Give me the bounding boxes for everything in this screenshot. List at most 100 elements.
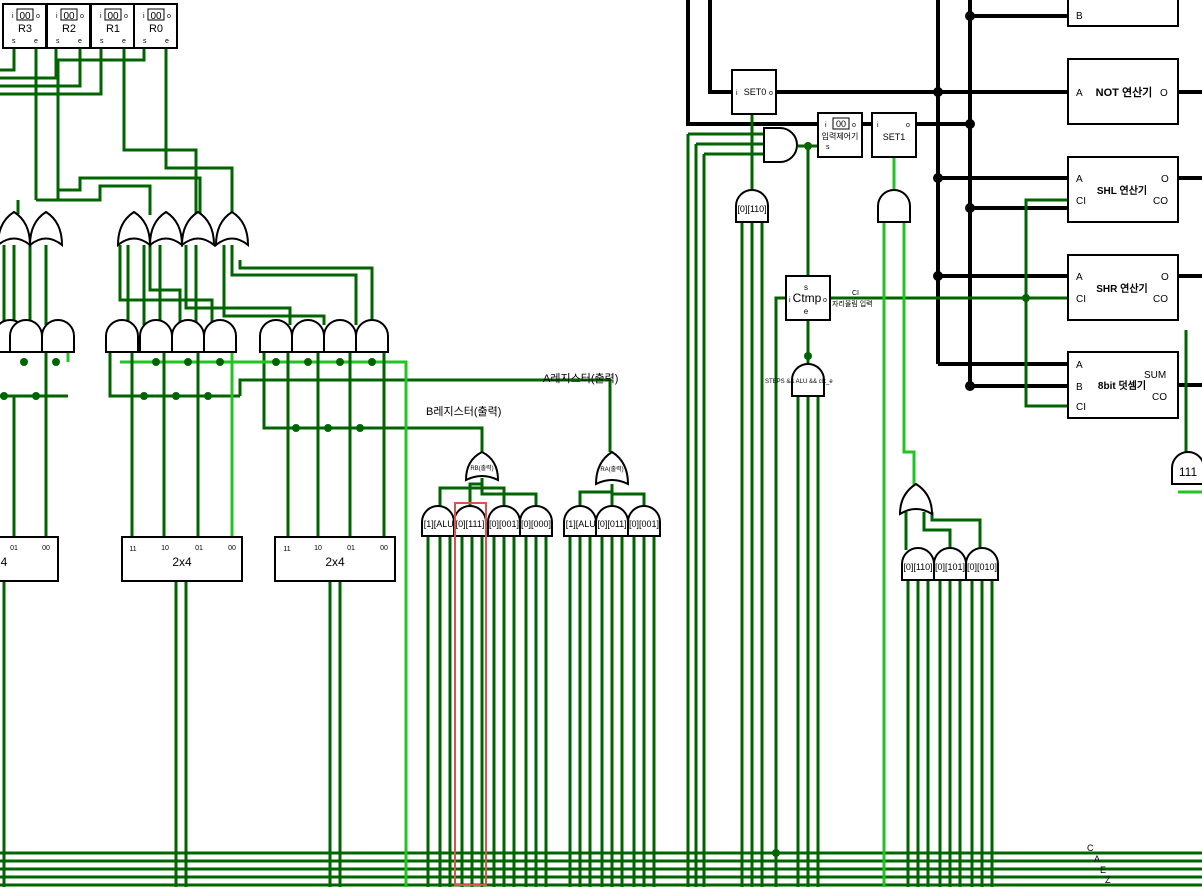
svg-text:CI: CI [1076,196,1086,207]
svg-text:o: o [36,13,40,20]
svg-text:00: 00 [380,545,388,552]
svg-text:CI: CI [1076,402,1086,413]
alu-not[interactable]: A NOT 연산기 O [1067,58,1179,125]
carry-input-label: 자리올림 입력 [832,299,873,308]
svg-text:i: i [789,297,791,304]
svg-text:[1][ALU]: [1][ALU] [424,519,457,529]
svg-text:CO: CO [1153,196,1168,207]
svg-text:O: O [1160,88,1168,99]
alu-adder[interactable]: A B CI 8bit 덧셈기 SUM CO [1067,351,1179,419]
and-gate [203,319,237,353]
svg-text:11: 11 [283,546,290,553]
svg-text:i: i [12,13,14,20]
and-gate [355,319,389,353]
decoder-label: 4 [1,555,8,569]
decoder-2[interactable]: 11 10 01 00 2x4 [274,536,396,582]
svg-text:CI: CI [1076,294,1086,305]
and-gate [259,319,293,353]
register-value: 00 [107,11,119,22]
svg-text:e: e [122,38,126,45]
or-gate [116,210,152,248]
svg-text:o: o [823,297,827,304]
gate-0-110: [0][110] [735,189,769,223]
ra-or-gate: RA(출력) [594,450,630,486]
ctmp-label: Ctmp [793,291,822,305]
svg-text:O: O [1161,272,1169,283]
register-r1[interactable]: 00 i o R1 s e [90,3,135,49]
svg-text:RB(출력): RB(출력) [470,464,493,472]
or-gate [214,210,250,248]
or-gate [148,210,184,248]
register-value: 00 [150,11,162,22]
svg-text:A: A [1076,360,1083,371]
alu-shl-label: SHL 연산기 [1097,184,1147,197]
a-register-label: A레지스터(출력) [543,372,618,385]
svg-text:i: i [736,90,738,97]
svg-text:s: s [143,38,147,45]
alu-shl[interactable]: A CI SHL 연산기 O CO [1067,156,1179,223]
and-gate [171,319,205,353]
svg-text:A: A [1076,272,1083,283]
svg-text:00: 00 [42,545,50,552]
register-r2[interactable]: 00 i o R2 s e [46,3,91,49]
svg-text:i: i [56,13,58,20]
register-r0[interactable]: 00 i o R0 s e [133,3,178,49]
selection-highlight[interactable] [454,502,487,886]
register-r3[interactable]: 00 i o R3 s e [2,3,47,49]
ctmp-register[interactable]: s i Ctmp o e [785,275,831,321]
center-wires [686,0,1202,887]
steps-label: STEPS && ALU && clk_e [765,379,833,385]
svg-text:i: i [877,122,879,129]
a-select-gates: [1][ALU] [0][011] [0][001] [563,505,661,537]
svg-text:o: o [80,13,84,20]
set1-block[interactable]: i o SET1 [871,112,917,158]
alu-shr-label: SHR 연산기 [1096,282,1148,295]
left-junctions [0,358,376,432]
svg-text:o: o [167,13,171,20]
svg-text:A: A [1076,174,1083,185]
svg-text:01: 01 [195,545,203,552]
rb-or-gate: RB(출력) [464,450,500,482]
alu-adder-label: 8bit 덧셈기 [1098,379,1146,392]
or-gate [180,210,216,248]
register-value: 00 [63,11,75,22]
svg-text:[0][001]: [0][001] [629,519,659,529]
input-controller-label: 입력제어기 [822,131,859,141]
or-gate-right [898,482,934,516]
register-value: 00 [19,11,31,22]
left-wires [0,48,612,887]
bus-label-a: A [1094,854,1100,864]
decoder-label: 2x4 [325,555,345,569]
svg-text:RA(출력): RA(출력) [600,465,623,473]
svg-text:s: s [804,283,808,292]
decoder-1[interactable]: 11 10 01 00 2x4 [121,536,243,582]
and-gate-row-left [0,319,389,353]
alu-shr[interactable]: A CI SHR 연산기 O CO [1067,254,1179,321]
svg-text:B: B [1076,11,1083,22]
and-gate [41,319,75,353]
decoder-label: 2x4 [172,555,192,569]
and-gate [9,319,43,353]
svg-text:00: 00 [836,119,846,129]
and-gate [323,319,357,353]
alu-unit-top[interactable]: B [1067,0,1179,27]
svg-text:i: i [143,13,145,20]
or-gate [28,210,64,248]
bus-label-c: C [1087,843,1094,853]
set0-block[interactable]: i SET0 o [731,69,777,115]
svg-text:11: 11 [129,546,136,553]
svg-text:[1][ALU]: [1][ALU] [566,519,599,529]
input-controller[interactable]: 00 i o 입력제어기 s [817,112,863,158]
svg-text:[0][110]: [0][110] [737,204,766,214]
svg-text:s: s [56,38,60,45]
ci-label: CI [852,290,859,297]
alu-not-label: NOT 연산기 [1096,85,1153,99]
and-gate [105,319,139,353]
svg-text:e: e [165,38,169,45]
bus-label-e: E [1100,865,1106,875]
svg-text:s: s [100,38,104,45]
decoder-0[interactable]: 01 00 4 [0,536,59,582]
center-junctions [772,11,1030,857]
svg-text:[0][010]: [0][010] [967,562,997,572]
